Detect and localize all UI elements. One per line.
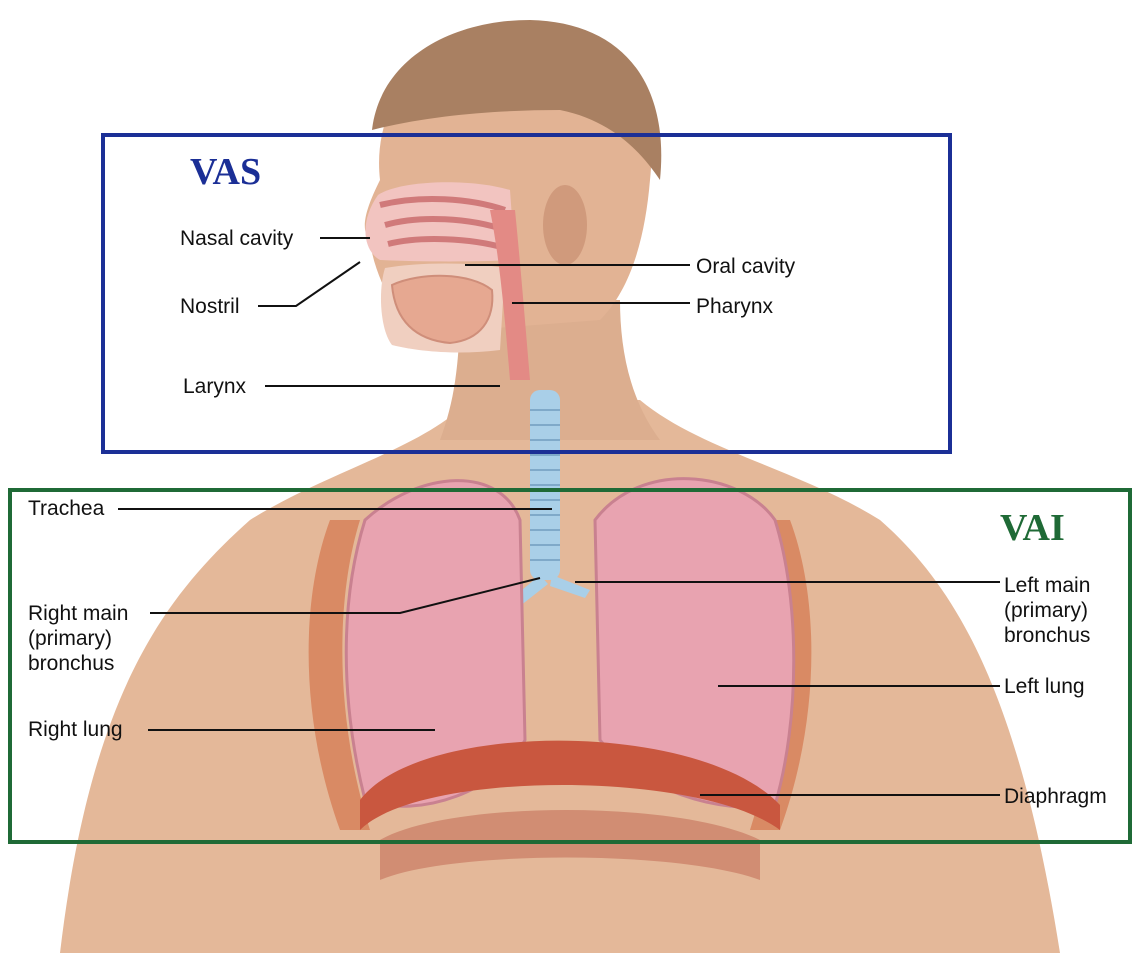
label-trachea: Trachea [28, 496, 104, 521]
label-left-main-bronchus: Left main (primary) bronchus [1004, 573, 1090, 648]
label-larynx: Larynx [183, 374, 246, 399]
label-pharynx: Pharynx [696, 294, 773, 319]
ear [543, 185, 587, 265]
leader-nostril [258, 262, 360, 306]
vas-title: VAS [190, 152, 261, 192]
label-nasal-cavity: Nasal cavity [180, 226, 293, 251]
label-diaphragm: Diaphragm [1004, 784, 1107, 809]
label-oral-cavity: Oral cavity [696, 254, 795, 279]
label-right-lung: Right lung [28, 717, 123, 742]
label-left-lung: Left lung [1004, 674, 1085, 699]
vai-title: VAI [1000, 508, 1065, 548]
label-nostril: Nostril [180, 294, 240, 319]
label-right-main-bronchus: Right main (primary) bronchus [28, 601, 128, 676]
